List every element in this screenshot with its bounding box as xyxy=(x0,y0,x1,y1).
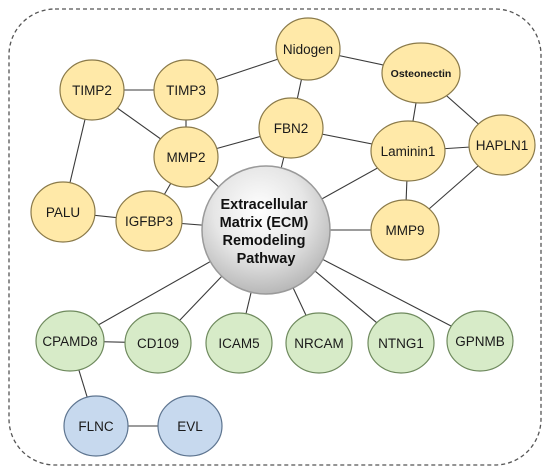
node-ntng1-label: NTNG1 xyxy=(378,336,424,351)
node-gpnmb-label: GPNMB xyxy=(455,334,505,349)
node-laminin1-circle xyxy=(370,120,446,182)
node-evl-circle xyxy=(157,395,223,457)
node-nrcam-circle xyxy=(285,312,353,374)
node-hapln1: HAPLN1 xyxy=(468,114,536,176)
node-osteonectin-circle xyxy=(381,42,461,104)
node-timp3: TIMP3 xyxy=(153,59,219,121)
node-nidogen-label: Nidogen xyxy=(283,42,333,57)
center-label-line: Extracellular xyxy=(220,197,307,213)
node-gpnmb-circle xyxy=(446,310,514,372)
node-evl-label: EVL xyxy=(177,419,203,434)
node-nrcam-label: NRCAM xyxy=(294,336,344,351)
node-mmp2-circle xyxy=(153,126,219,188)
node-mmp2: MMP2 xyxy=(153,126,219,188)
node-hapln1-circle xyxy=(468,114,536,176)
node-timp2-label: TIMP2 xyxy=(72,83,112,98)
node-osteonectin-label: Osteonectin xyxy=(391,68,452,80)
node-cd109-label: CD109 xyxy=(137,336,179,351)
node-cpamd8-circle xyxy=(35,310,105,372)
node-palu-circle xyxy=(30,181,96,243)
node-igfbp3: IGFBP3 xyxy=(115,190,183,252)
node-fbn2-circle xyxy=(258,97,324,159)
node-timp2-circle xyxy=(59,59,125,121)
node-cpamd8-label: CPAMD8 xyxy=(42,334,97,349)
node-mmp9: MMP9 xyxy=(370,199,440,261)
node-flnc-circle xyxy=(63,395,129,457)
node-nrcam: NRCAM xyxy=(285,312,353,374)
node-igfbp3-circle xyxy=(115,190,183,252)
node-gpnmb: GPNMB xyxy=(446,310,514,372)
node-laminin1-label: Laminin1 xyxy=(381,144,436,159)
center-label-line: Pathway xyxy=(237,251,296,267)
node-igfbp3-label: IGFBP3 xyxy=(125,214,173,229)
node-osteonectin: Osteonectin xyxy=(381,42,461,104)
center-label-line: Remodeling xyxy=(222,233,305,249)
node-cd109-circle xyxy=(124,312,192,374)
node-mmp2-label: MMP2 xyxy=(166,150,205,165)
node-cd109: CD109 xyxy=(124,312,192,374)
node-hapln1-label: HAPLN1 xyxy=(476,138,529,153)
node-evl: EVL xyxy=(157,395,223,457)
center-node-circle xyxy=(201,165,331,295)
node-timp3-circle xyxy=(153,59,219,121)
center-node: Extracellular Matrix (ECM) Remodeling Pa… xyxy=(201,165,331,295)
node-timp3-label: TIMP3 xyxy=(166,83,206,98)
node-nidogen: Nidogen xyxy=(275,17,341,81)
node-mmp9-circle xyxy=(370,199,440,261)
node-fbn2-label: FBN2 xyxy=(274,121,309,136)
node-icam5-label: ICAM5 xyxy=(218,336,259,351)
center-label-line: Matrix (ECM) xyxy=(220,215,309,231)
svg-text:Extracellular Matrix (EC: Extracellular Matrix (ECM) Remodeling Pa… xyxy=(220,197,313,267)
node-icam5: ICAM5 xyxy=(205,312,273,374)
node-palu: PALU xyxy=(30,181,96,243)
node-timp2: TIMP2 xyxy=(59,59,125,121)
node-ntng1: NTNG1 xyxy=(367,312,435,374)
node-fbn2: FBN2 xyxy=(258,97,324,159)
node-palu-label: PALU xyxy=(46,205,80,220)
node-cpamd8: CPAMD8 xyxy=(35,310,105,372)
node-laminin1: Laminin1 xyxy=(370,120,446,182)
node-flnc: FLNC xyxy=(63,395,129,457)
node-mmp9-label: MMP9 xyxy=(385,223,424,238)
node-ntng1-circle xyxy=(367,312,435,374)
node-flnc-label: FLNC xyxy=(78,419,114,434)
node-nidogen-circle xyxy=(275,17,341,81)
node-icam5-circle xyxy=(205,312,273,374)
diagram-border xyxy=(8,8,542,466)
